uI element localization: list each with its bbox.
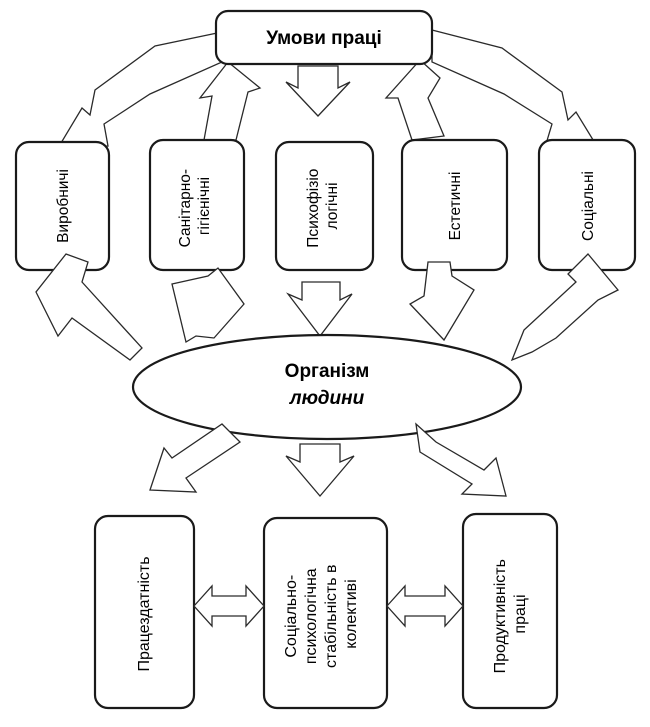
organism-label-line1: Організм (285, 361, 370, 382)
organism-ellipse (131, 333, 523, 441)
outcome-box-produktyvnist (461, 512, 559, 710)
arrow-top-to-sotsialni (431, 29, 600, 149)
condition-label-vyrobnychi: Виробничі (55, 169, 72, 243)
arrow-top-to-psykhofiziolohichni (285, 65, 351, 117)
arrow-top-to-vyrobnychi (56, 31, 223, 149)
condition-box-estetychni (400, 138, 509, 272)
arrow-organism-to-pratsezdatnist (149, 423, 242, 493)
arrow-top-to-sanitarni (198, 61, 262, 141)
top-title: Умови праці (266, 28, 382, 49)
outcome-label-stabilnist: Соціально- психологічна стабільність в к… (283, 560, 360, 668)
arrow-organism-to-stabilnist (285, 443, 355, 498)
top-box (214, 9, 434, 66)
condition-label-psykhofiziolohichni: Психофізіо логічні (305, 164, 341, 247)
arrow-top-to-estetychni (384, 59, 445, 141)
arrow-sotsialni-to-organism (510, 253, 620, 362)
arrow-psykhofiziolohichni-to-organism (285, 281, 353, 338)
double-arrow-left (193, 584, 265, 628)
outcome-box-pratsezdatnist (93, 514, 196, 710)
arrow-organism-to-produktyvnist (415, 422, 507, 497)
outcome-label-produktyvnist: Продуктивність праці (492, 555, 529, 674)
arrow-sanitarni-to-organism (171, 267, 245, 344)
condition-label-sanitarni: Санітарно- гігієнічні (177, 165, 213, 248)
arrow-vyrobnychi-to-organism (35, 253, 143, 361)
condition-box-sanitarni (148, 138, 246, 272)
condition-box-psykhofiziolohichni (274, 140, 375, 272)
outcome-label-pratsezdatnist: Працездатність (136, 556, 153, 671)
condition-label-estetychni: Естетичні (447, 172, 464, 241)
outcome-box-stabilnist (262, 516, 389, 710)
arrow-estetychni-to-organism (408, 261, 475, 342)
condition-label-sotsialni: Соціальні (580, 171, 597, 241)
organism-label-line2: людини (289, 388, 365, 409)
double-arrow-right (386, 584, 464, 628)
